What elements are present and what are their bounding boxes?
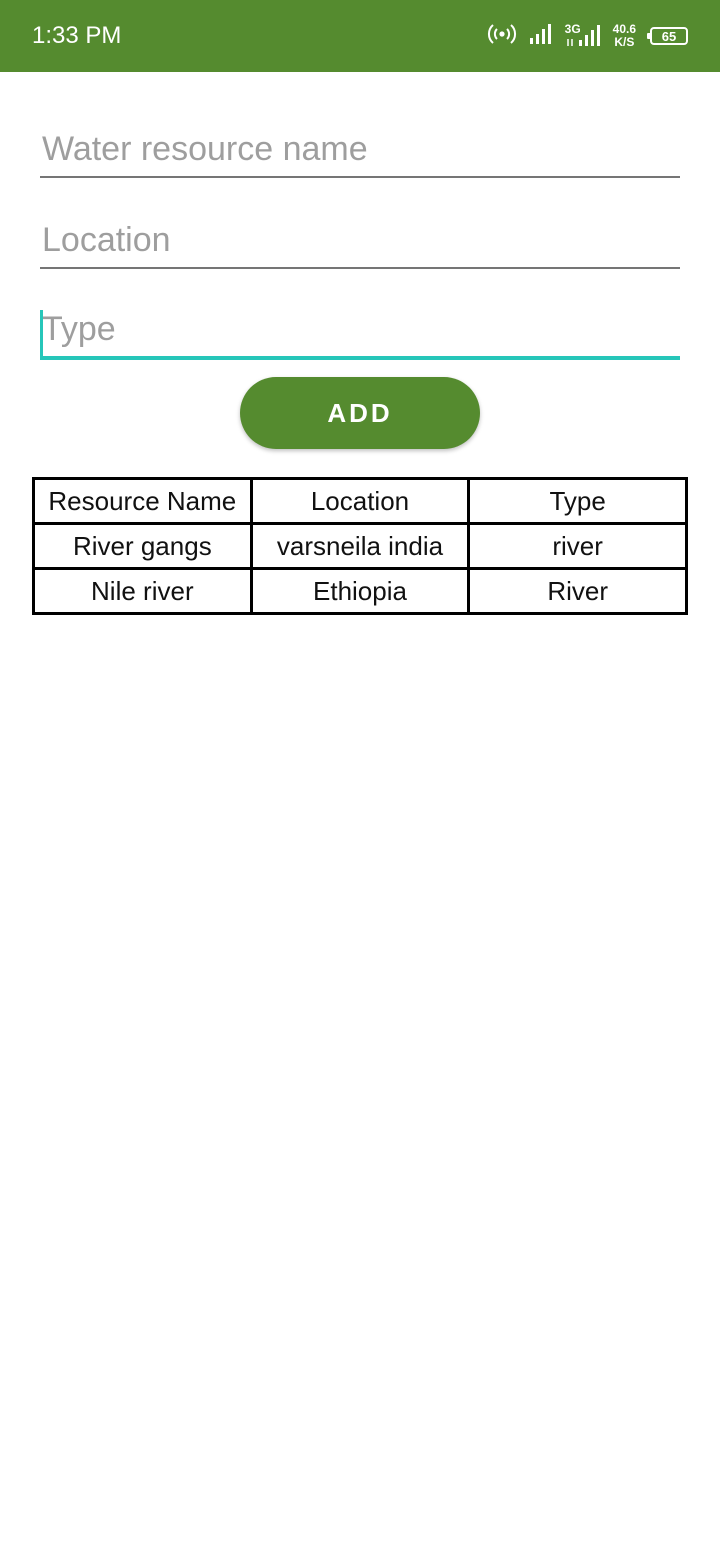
status-bar: 1:33 PM 3G xyxy=(0,0,720,72)
net-speed-unit: K/S xyxy=(614,35,635,49)
cell-type: river xyxy=(467,522,688,570)
signal-icon xyxy=(529,23,553,50)
table-header-row: Resource Name Location Type xyxy=(32,477,688,525)
cell-type: River xyxy=(467,567,688,615)
hotspot-icon xyxy=(487,23,517,50)
cell-resource-name: River gangs xyxy=(32,522,253,570)
location-underline xyxy=(40,267,680,269)
table-row: River gangs varsneila india river xyxy=(32,522,688,570)
battery-level: 65 xyxy=(661,28,677,44)
cell-location: varsneila india xyxy=(249,522,471,570)
net-speed: 40.6 K/S xyxy=(613,23,636,49)
header-type: Type xyxy=(467,477,688,525)
location-input[interactable] xyxy=(40,217,680,267)
type-input[interactable] xyxy=(40,306,680,356)
type-underline xyxy=(40,356,680,360)
location-field xyxy=(40,217,680,269)
resource-name-underline xyxy=(40,176,680,178)
signal-3g-icon: 3G xyxy=(564,22,601,48)
header-location: Location xyxy=(249,477,471,525)
resources-table: Resource Name Location Type River gangs … xyxy=(32,477,688,615)
status-icons: 3G 40.6 K/S 65 xyxy=(487,20,688,52)
type-field xyxy=(40,306,680,360)
cell-location: Ethiopia xyxy=(249,567,471,615)
net-speed-value: 40.6 xyxy=(612,22,636,36)
resource-name-field xyxy=(40,126,680,178)
status-time: 1:33 PM xyxy=(32,22,122,49)
table-row: Nile river Ethiopia River xyxy=(32,567,688,615)
battery-icon: 65 xyxy=(647,27,688,45)
header-resource-name: Resource Name xyxy=(32,477,253,525)
add-button[interactable]: ADD xyxy=(240,377,480,449)
text-cursor xyxy=(40,310,43,356)
cell-resource-name: Nile river xyxy=(32,567,253,615)
resource-name-input[interactable] xyxy=(40,126,680,176)
network-type-label: 3G xyxy=(564,22,581,36)
